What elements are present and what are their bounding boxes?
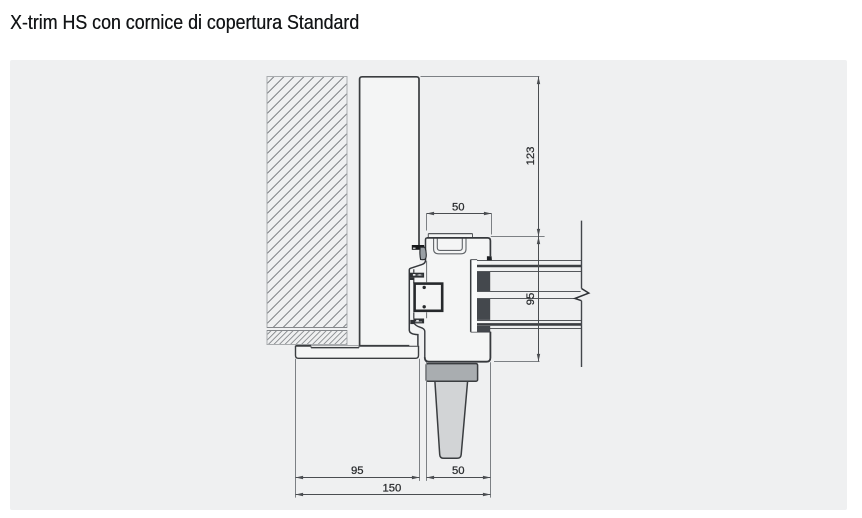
svg-text:50: 50 xyxy=(452,465,465,477)
svg-text:150: 150 xyxy=(382,482,401,494)
svg-text:50: 50 xyxy=(452,202,465,214)
svg-text:95: 95 xyxy=(351,465,364,477)
svg-text:95: 95 xyxy=(525,293,537,306)
svg-text:123: 123 xyxy=(525,147,537,166)
